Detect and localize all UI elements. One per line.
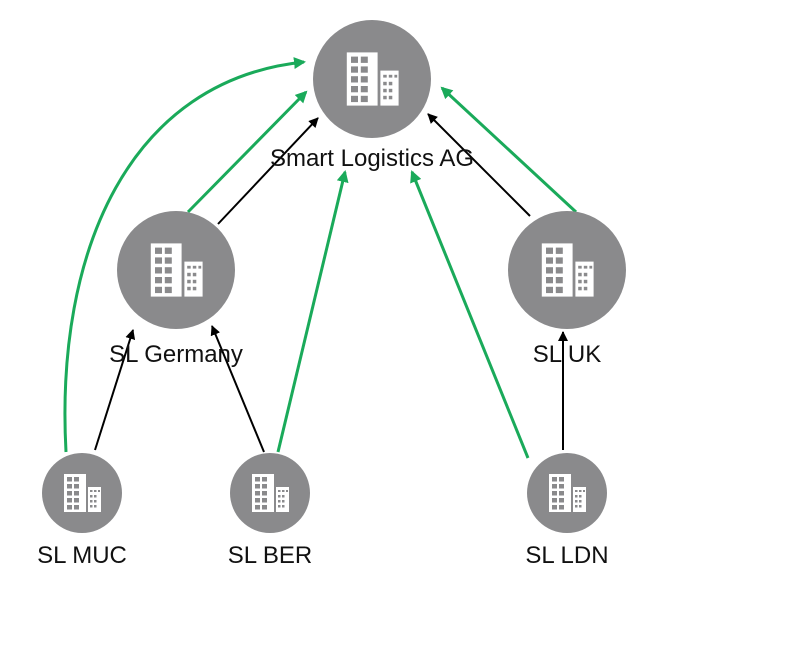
edge-ldn-to-root <box>410 170 530 459</box>
node-label-germany: SL Germany <box>109 341 243 368</box>
edge-ber-to-germany <box>210 325 265 453</box>
node-sl-germany[interactable]: SL Germany <box>109 211 243 368</box>
node-label-root: Smart Logistics AG <box>270 145 474 172</box>
node-sl-ldn[interactable]: SL LDN <box>525 453 609 569</box>
node-label-muc: SL MUC <box>37 542 127 569</box>
edge-germany-to-root <box>217 117 319 225</box>
node-label-ldn: SL LDN <box>525 542 608 569</box>
node-label-ber: SL BER <box>228 542 312 569</box>
edge-uk-to-root <box>427 113 531 217</box>
edge-germany-to-root-green <box>186 90 308 214</box>
node-smart-logistics-ag[interactable]: Smart Logistics AG <box>270 20 474 172</box>
edge-muc-to-root <box>63 57 306 453</box>
node-sl-ber[interactable]: SL BER <box>228 453 312 569</box>
edge-ber-to-root <box>276 170 349 453</box>
edges-black <box>94 113 568 453</box>
node-sl-uk[interactable]: SL UK <box>508 211 626 368</box>
edges-green <box>63 57 578 459</box>
edge-uk-to-root-green <box>440 86 578 214</box>
node-label-uk: SL UK <box>533 341 601 368</box>
node-sl-muc[interactable]: SL MUC <box>37 453 127 569</box>
edge-muc-to-germany <box>94 329 136 451</box>
